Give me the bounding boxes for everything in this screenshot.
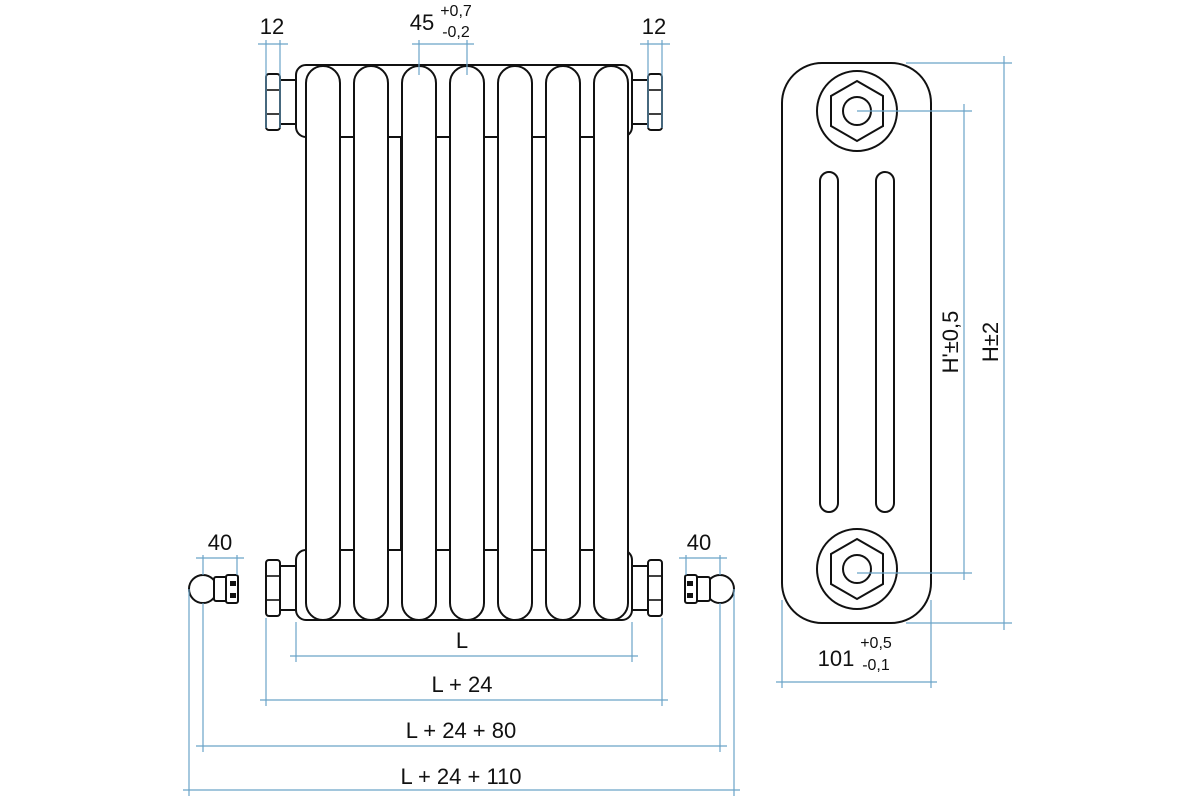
right-valve (684, 574, 735, 604)
dim-overall-1-label: L (456, 628, 468, 653)
dim-overall-3-label: L + 24 + 80 (406, 718, 517, 743)
dim-left-valve-label: 40 (208, 530, 232, 555)
side-view (781, 62, 932, 624)
dim-depth-tol-minus: -0,1 (862, 657, 890, 674)
dim-section-label: 45 (410, 10, 434, 35)
dim-right-valve-label: 40 (687, 530, 711, 555)
profile-slot (875, 171, 895, 513)
dim-section-tol-plus: +0,7 (440, 3, 472, 20)
front-view (188, 64, 735, 621)
section-tube (449, 65, 485, 621)
right-bottom-plug (631, 559, 663, 617)
dim-overall-2-label: L + 24 (432, 672, 493, 697)
section-tube (545, 65, 581, 621)
left-valve (188, 574, 239, 604)
dim-h-prime-label: H'±0,5 (938, 311, 963, 374)
dim-depth-label: 101 (818, 646, 855, 671)
left-top-plug (265, 73, 297, 131)
dim-depth-tol-plus: +0,5 (860, 635, 892, 652)
bottom-port (816, 528, 898, 610)
dim-right-connector-label: 12 (642, 14, 666, 39)
dim-left-connector-label: 12 (260, 14, 284, 39)
front-tubes (305, 65, 629, 621)
section-tube (497, 65, 533, 621)
left-bottom-plug (265, 559, 297, 617)
dim-overall-4-label: L + 24 + 110 (400, 764, 521, 789)
profile-slot (819, 171, 839, 513)
front-dimensions: 12 12 45 +0,7 -0,2 40 40 L L + 24 (183, 3, 740, 796)
section-tube (353, 65, 389, 621)
dim-section-tol-minus: -0,2 (442, 24, 470, 41)
section-tube (401, 65, 437, 621)
section-tube (305, 65, 341, 621)
dim-h-label: H±2 (978, 322, 1003, 362)
right-top-plug (631, 73, 663, 131)
side-dimensions: H'±0,5 H±2 101 +0,5 -0,1 (776, 56, 1012, 688)
section-tube (593, 65, 629, 621)
